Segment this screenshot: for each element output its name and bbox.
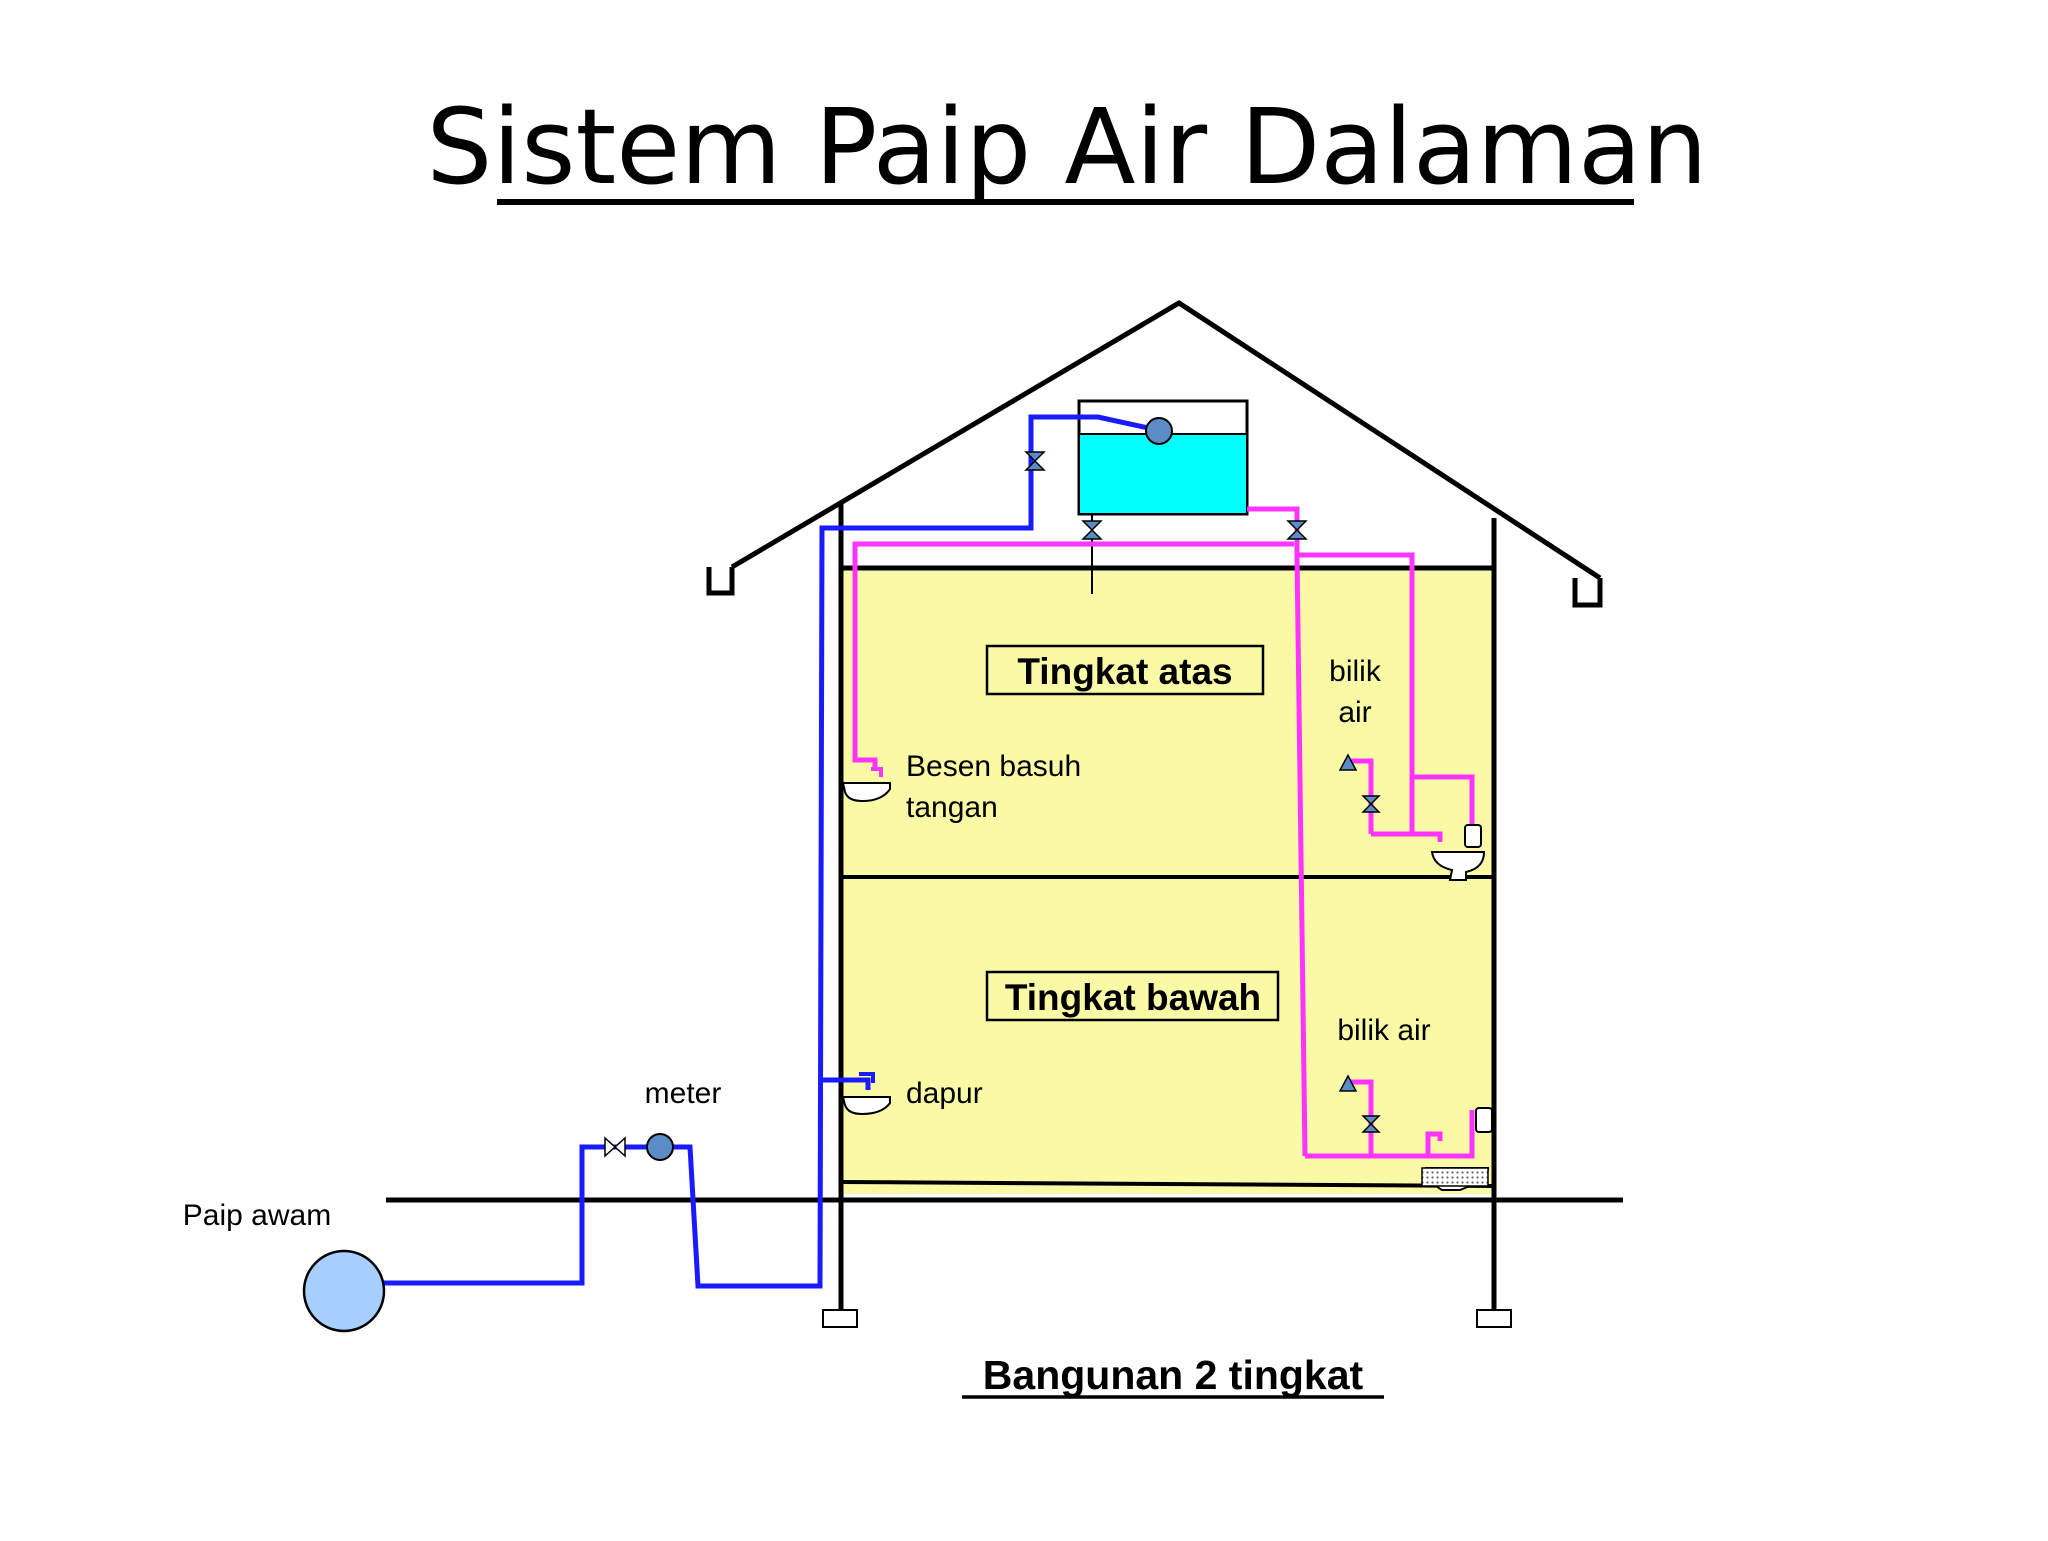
upper-floor-label-box	[985, 644, 1265, 696]
down-pipe	[1294, 554, 1308, 1157]
kitchen-sink-icon	[841, 1072, 891, 1116]
lower-tap-branch	[1425, 1131, 1443, 1156]
cold-supply-pipe	[383, 414, 1154, 1289]
valve-icon	[1024, 451, 1046, 471]
meter-label: meter	[645, 1077, 722, 1110]
left-gutter	[706, 567, 735, 596]
valve-icon	[1081, 520, 1103, 540]
left-footing	[822, 1309, 858, 1328]
upper-bathroom-label-line2: air	[1338, 696, 1371, 729]
valve-icon	[604, 1136, 626, 1158]
meter-icon	[646, 1133, 674, 1161]
shower-head-icon	[1338, 1074, 1358, 1092]
lower-floor-area	[841, 877, 1494, 1194]
wash-basin-icon	[841, 767, 891, 803]
public-pipe-label: Paip awam	[183, 1199, 331, 1232]
diagram-caption: Bangunan 2 tingkat	[983, 1352, 1364, 1398]
upper-basin-pipe	[852, 541, 1294, 770]
tap-icon	[1428, 832, 1442, 842]
kitchen-label: dapur	[906, 1077, 983, 1110]
kitchen-supply-branch	[822, 1077, 871, 1090]
page-title: Sistem Paip Air Dalaman	[426, 86, 1707, 208]
roof	[730, 300, 1602, 581]
floor-drain-icon	[1421, 1167, 1489, 1187]
valve-icon	[1361, 1115, 1381, 1133]
float-valve-icon	[1145, 417, 1173, 445]
upper-floor-area	[841, 568, 1494, 877]
toilet-icon	[1430, 824, 1486, 881]
lower-bathroom-pipe	[1305, 1110, 1475, 1159]
right-gutter	[1572, 578, 1603, 608]
basin-label-line1: Besen basuh	[906, 750, 1081, 783]
upper-toilet-supply	[1412, 774, 1475, 838]
lower-bathroom-label: bilik air	[1337, 1014, 1430, 1047]
ground-floor-line	[840, 1180, 1495, 1188]
valve-icon	[1361, 795, 1381, 813]
public-main-icon	[302, 1249, 386, 1333]
upper-floor-label: Tingkat atas	[1017, 651, 1232, 692]
basin-label-line2: tangan	[906, 791, 998, 824]
shower-head-icon	[1338, 753, 1358, 771]
right-footing	[1476, 1309, 1512, 1328]
lower-floor-label: Tingkat bawah	[1005, 977, 1261, 1018]
valve-icon	[1286, 520, 1308, 540]
lower-floor-label-box	[985, 970, 1280, 1022]
tank-water-level	[1080, 434, 1246, 513]
upper-bathroom-label-line1: bilik	[1329, 655, 1382, 688]
